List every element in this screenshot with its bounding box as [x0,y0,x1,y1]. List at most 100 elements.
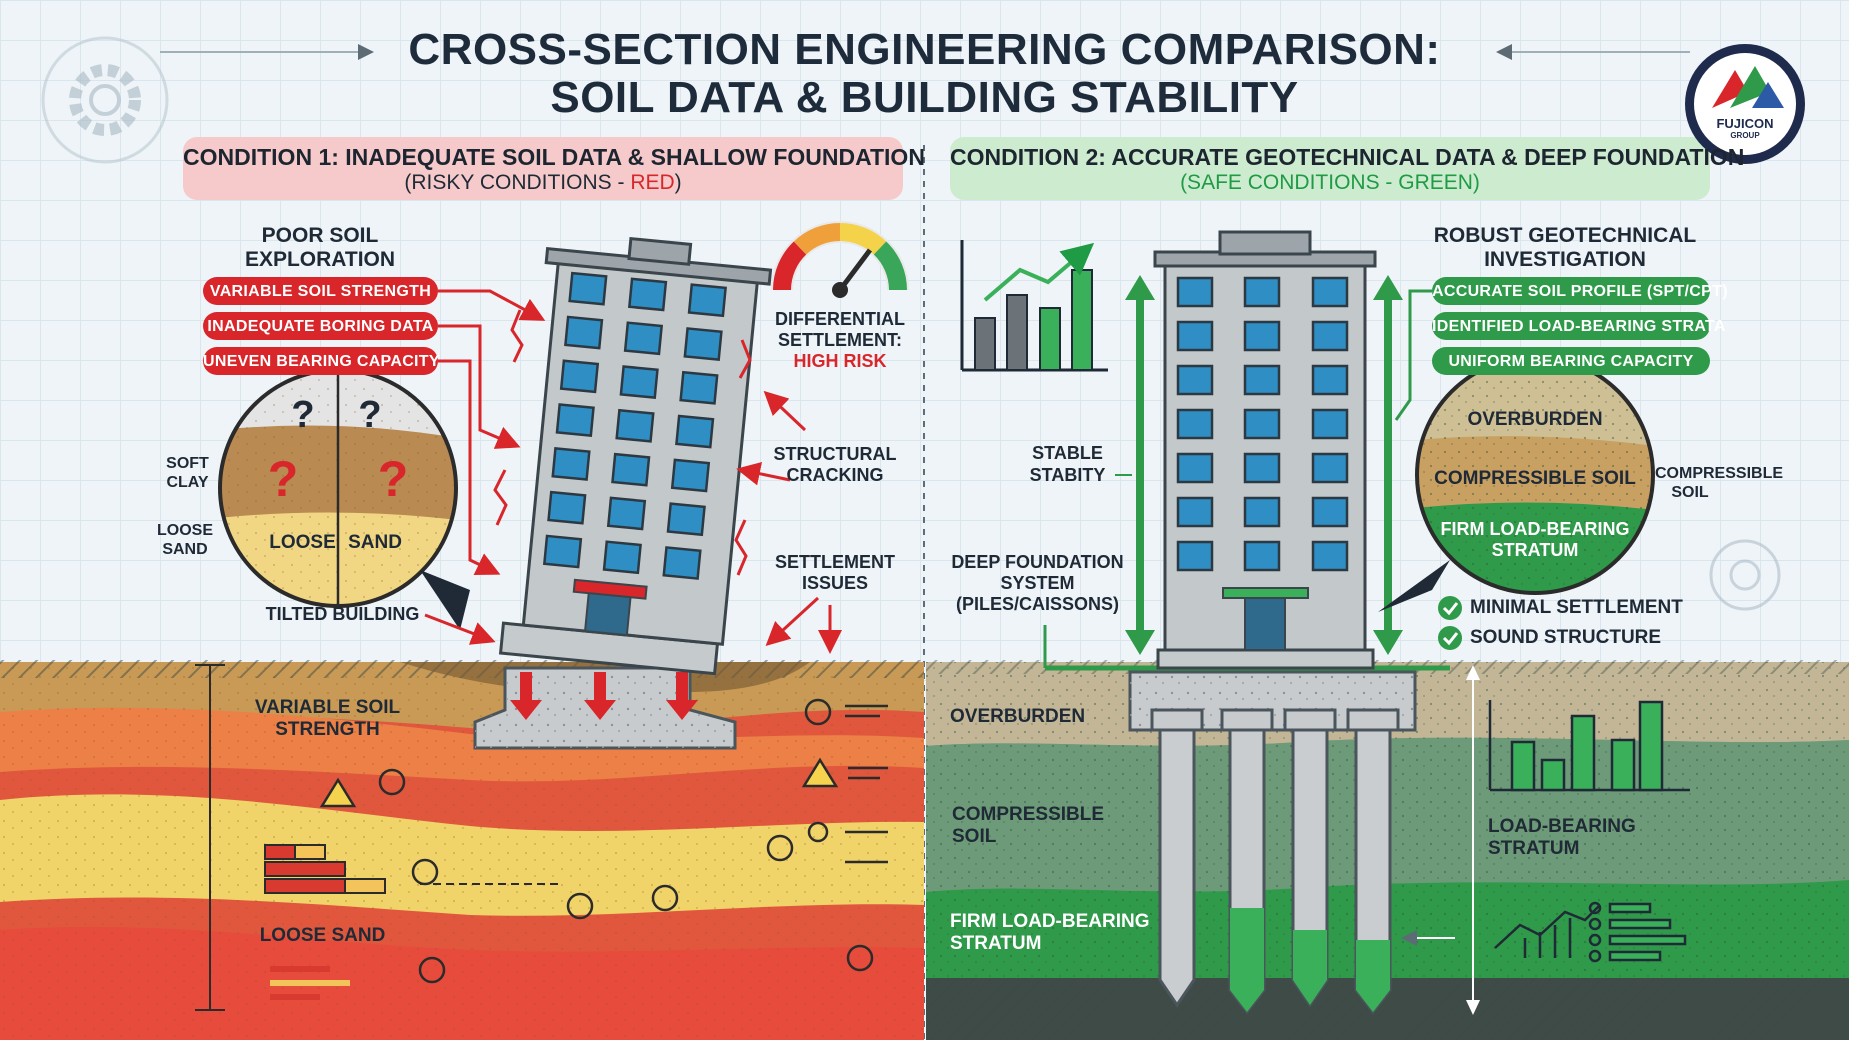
window [1243,276,1281,308]
window [1311,452,1349,484]
question-mark: ? [358,394,382,436]
check-icon [411,858,439,886]
stability-arrows [1125,275,1403,655]
question-mark: ? [291,394,315,436]
window [1176,496,1214,528]
circle-firm-2: STRATUM [1491,540,1579,560]
window [1243,496,1281,528]
check-icon [1438,626,1462,650]
question-icon [566,892,594,920]
condition-1-title: CONDITION 1: INADEQUATE SOIL DATA & SHAL… [183,144,925,170]
bar-chart-icon [960,240,1108,372]
differential-label-1: DIFFERENTIAL [775,309,905,329]
window [1311,364,1349,396]
layer-firm-2: STRATUM [950,933,1042,954]
logo-name: FUJICON [1716,116,1774,131]
loose-sand-side-1: LOOSE [156,522,213,539]
circle-compressible: COMPRESSIBLE SOIL [1434,468,1636,489]
stable-stability-1: STABLE [1032,443,1103,463]
layer-firm-1: FIRM LOAD-BEARING [950,911,1150,932]
close-icon [846,944,874,972]
check-sound-structure: SOUND STRUCTURE [1470,627,1662,648]
bar-chart-icon [1494,901,1687,963]
poor-exploration-label-1: POOR SOIL [261,224,379,247]
circle-overburden: OVERBURDEN [1467,409,1603,430]
deep-foundation-2: SYSTEM [1000,573,1075,593]
pill-uniform-bearing: UNIFORM BEARING CAPACITY [1448,353,1694,370]
gauge-icon [771,221,909,298]
layer-compressible-1: COMPRESSIBLE [952,804,1105,825]
window [1176,276,1214,308]
deep-foundation-1: DEEP FOUNDATION [951,552,1124,572]
title-line-1: CROSS-SECTION ENGINEERING COMPARISON: [408,25,1441,74]
window [1243,364,1281,396]
bar-chart-icon [1488,700,1690,792]
pill-accurate-soil-profile: ACCURATE SOIL PROFILE (SPT/CPT) [1432,283,1728,300]
window [564,315,604,350]
compressible-side-2: SOIL [1671,484,1709,501]
window [1311,496,1349,528]
window [568,271,608,306]
window [606,496,647,531]
window [1243,320,1281,352]
circle-firm-1: FIRM LOAD-BEARING [1440,519,1630,539]
tilted-building [498,236,773,676]
window [1176,364,1214,396]
soil-profile-circle [1378,355,1655,612]
check-icon [1438,596,1462,620]
circle-sand-label: SAND [348,532,402,553]
warning-icon [801,757,839,788]
robust-investigation-2: INVESTIGATION [1484,248,1646,271]
crack-marks [493,309,752,576]
structural-cracking-2: CRACKING [786,465,884,485]
logo-sub: GROUP [1730,131,1760,140]
window [683,327,723,361]
layer-variable-strength-2: STRENGTH [275,719,380,740]
layer-loose-sand: LOOSE SAND [259,925,386,946]
window [551,446,591,481]
pill-uneven-bearing-capacity: UNEVEN BEARING CAPACITY [203,353,440,370]
layer-compressible-2: SOIL [952,826,997,847]
window [1243,452,1281,484]
window [623,321,664,356]
condition-1-subtitle: (RISKY CONDITIONS - RED) [404,171,682,194]
window [627,277,668,312]
warning-icon [319,777,357,808]
window [559,359,600,394]
piles [1150,708,1400,1015]
settlement-issues-1: SETTLEMENT [775,552,895,572]
window [1311,540,1349,572]
layer-variable-strength-1: VARIABLE SOIL [254,697,401,718]
question-icon [804,698,832,726]
differential-label-2: SETTLEMENT: [778,330,902,350]
right-pills [1432,277,1710,375]
condition-2-title: CONDITION 2: ACCURATE GEOTECHNICAL DATA … [950,144,1745,170]
window [542,534,583,569]
window [666,502,706,537]
structural-cracking-1: STRUCTURAL [773,444,897,464]
window [619,365,659,399]
layer-load-bearing-2: STRATUM [1488,838,1580,859]
pill-inadequate-boring-data: INADEQUATE BORING DATA [207,318,434,335]
pill-identified-strata: IDENTIFIED LOAD-BEARING STRATA [1432,318,1726,335]
soft-clay-label-1: SOFT [166,455,209,472]
bar-chart-icon [270,966,350,1000]
window [679,370,719,405]
robust-investigation-1: ROBUST GEOTECHNICAL [1433,224,1697,247]
target-icon [807,821,829,843]
window [1311,320,1349,352]
loose-sand-side-2: SAND [162,541,208,558]
window [662,546,702,580]
title-line-2: SOIL DATA & BUILDING STABILITY [550,73,1299,122]
condition-2-panel [950,137,1710,200]
window [1311,276,1349,308]
logo [1685,44,1805,164]
window [555,403,595,438]
window [611,452,651,487]
layer-load-bearing-1: LOAD-BEARING [1488,816,1636,837]
window [547,490,587,525]
differential-label-3: HIGH RISK [793,351,887,371]
layer-overburden: OVERBURDEN [950,706,1086,727]
window [1176,320,1214,352]
